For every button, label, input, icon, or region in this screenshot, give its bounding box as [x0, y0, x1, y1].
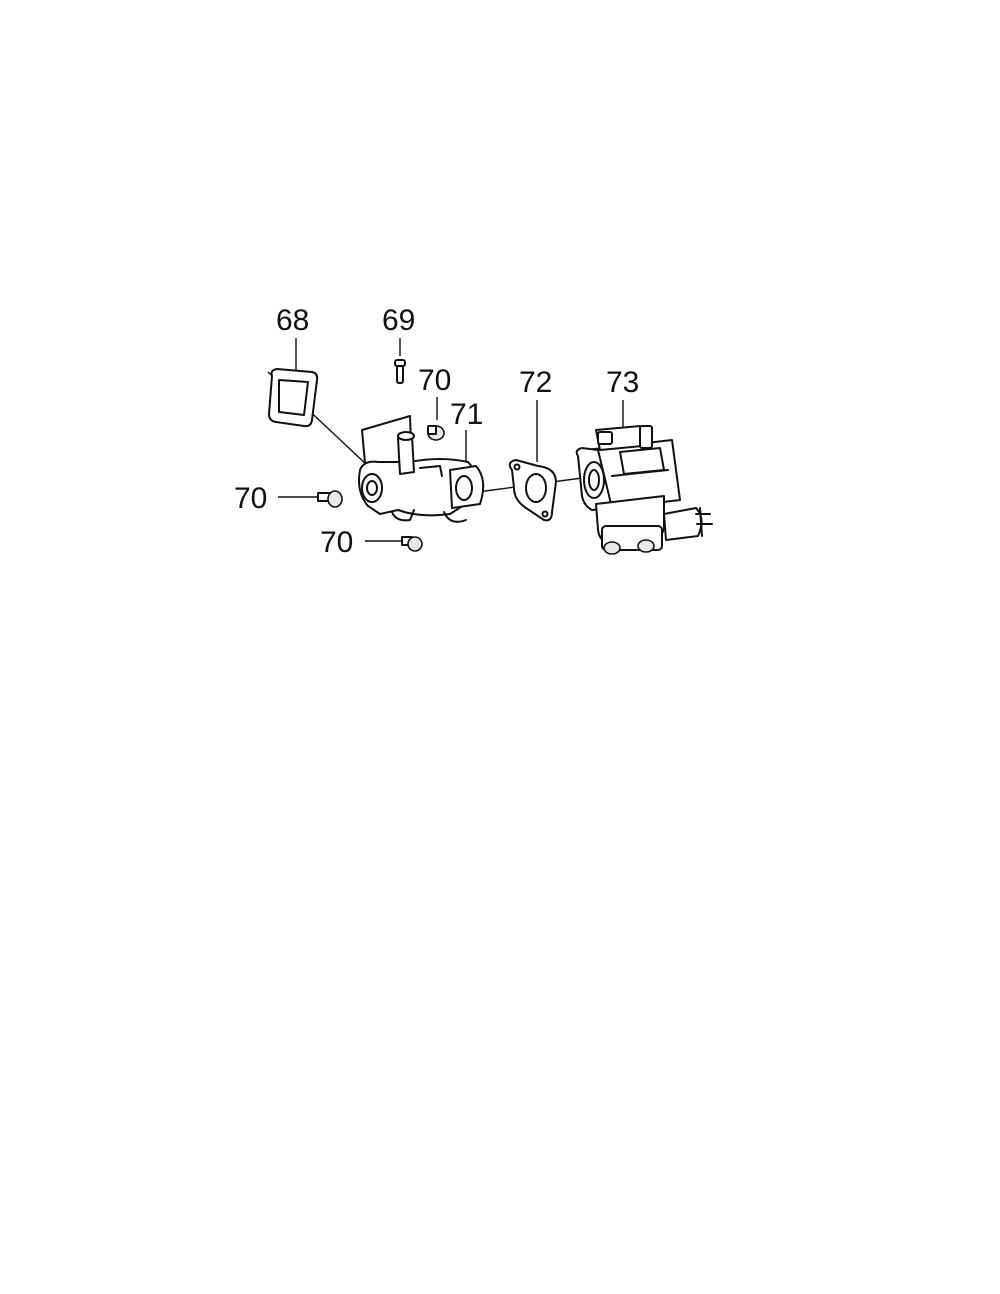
intake-elbow-71-drawing — [358, 415, 485, 523]
callout-69: 69 — [382, 304, 415, 337]
callout-73: 73 — [606, 366, 639, 399]
callout-72: 72 — [519, 366, 552, 399]
callout-68: 68 — [276, 304, 309, 337]
callout-70-top: 70 — [418, 364, 451, 397]
bolt-70-top-drawing — [427, 425, 445, 441]
callout-70-left: 70 — [234, 482, 267, 515]
bolt-70-bottom-drawing — [401, 536, 423, 552]
callout-70-bottom: 70 — [320, 526, 353, 559]
callout-71: 71 — [450, 398, 483, 431]
bolt-70-left-drawing — [317, 490, 343, 508]
carburetor-73-drawing — [575, 425, 713, 555]
screw-69-drawing — [394, 359, 406, 384]
gasket-68-drawing — [268, 368, 319, 428]
gasket-72-drawing — [508, 459, 557, 522]
